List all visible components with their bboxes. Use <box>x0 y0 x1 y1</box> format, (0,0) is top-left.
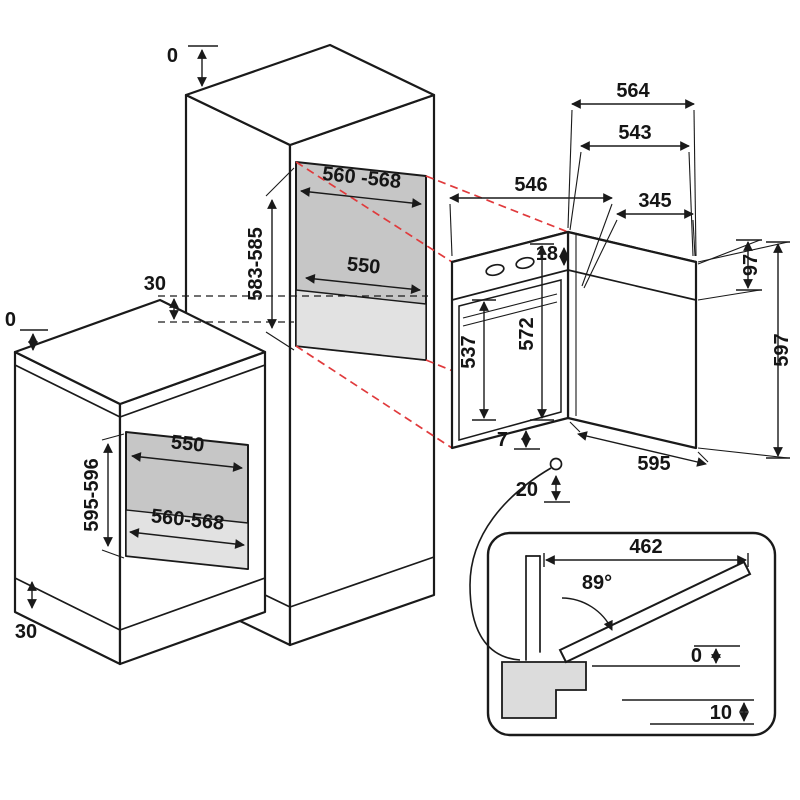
floor-section <box>501 661 587 719</box>
label-top-clearance: 18 <box>536 243 558 265</box>
label-base-plinth: 30 <box>15 621 37 643</box>
label-depth: 546 <box>514 174 547 196</box>
label-front-height-min: 537 <box>458 335 480 368</box>
label-body-width: 543 <box>618 122 651 144</box>
label-rear-panel-width: 345 <box>638 190 671 212</box>
base-cabinet <box>13 298 267 666</box>
oven <box>450 230 698 450</box>
cable-outlet-marker <box>549 457 563 471</box>
label-overall-height: 597 <box>771 333 793 366</box>
label-bottom-gap: 7 <box>497 429 508 451</box>
label-bottom-clearance: 10 <box>710 702 732 724</box>
label-rear-width: 564 <box>616 80 650 102</box>
oven-knob <box>485 263 505 277</box>
label-control-panel-height: 97 <box>740 254 762 276</box>
projection-lines <box>295 161 569 449</box>
label-base-height: 595-596 <box>81 458 103 531</box>
label-cable-clearance: 20 <box>516 479 538 501</box>
oven-door <box>458 279 562 441</box>
label-niche-depth: 550 <box>346 253 381 278</box>
label-zero-clearance: 0 <box>691 645 702 667</box>
door-detail-inset: 89° 462 0 10 <box>486 531 777 737</box>
label-top-gap: 0 <box>167 45 178 67</box>
label-door-width: 462 <box>629 536 662 558</box>
label-side-gap: 30 <box>144 273 166 295</box>
tall-cabinet-niche-floor <box>295 289 427 361</box>
label-base-top-gap: 0 <box>5 309 16 331</box>
oven-knob <box>515 256 535 270</box>
label-front-height-max: 572 <box>516 317 538 350</box>
label-front-width: 595 <box>637 453 670 475</box>
dimensions-oven: 564 543 546 345 18 97 597 <box>449 80 793 503</box>
label-base-depth: 550 <box>170 431 205 456</box>
oven-door-open <box>558 560 752 664</box>
label-niche-height: 583-585 <box>245 227 267 300</box>
label-door-angle: 89° <box>582 572 612 594</box>
detail-leader-line <box>469 467 552 661</box>
